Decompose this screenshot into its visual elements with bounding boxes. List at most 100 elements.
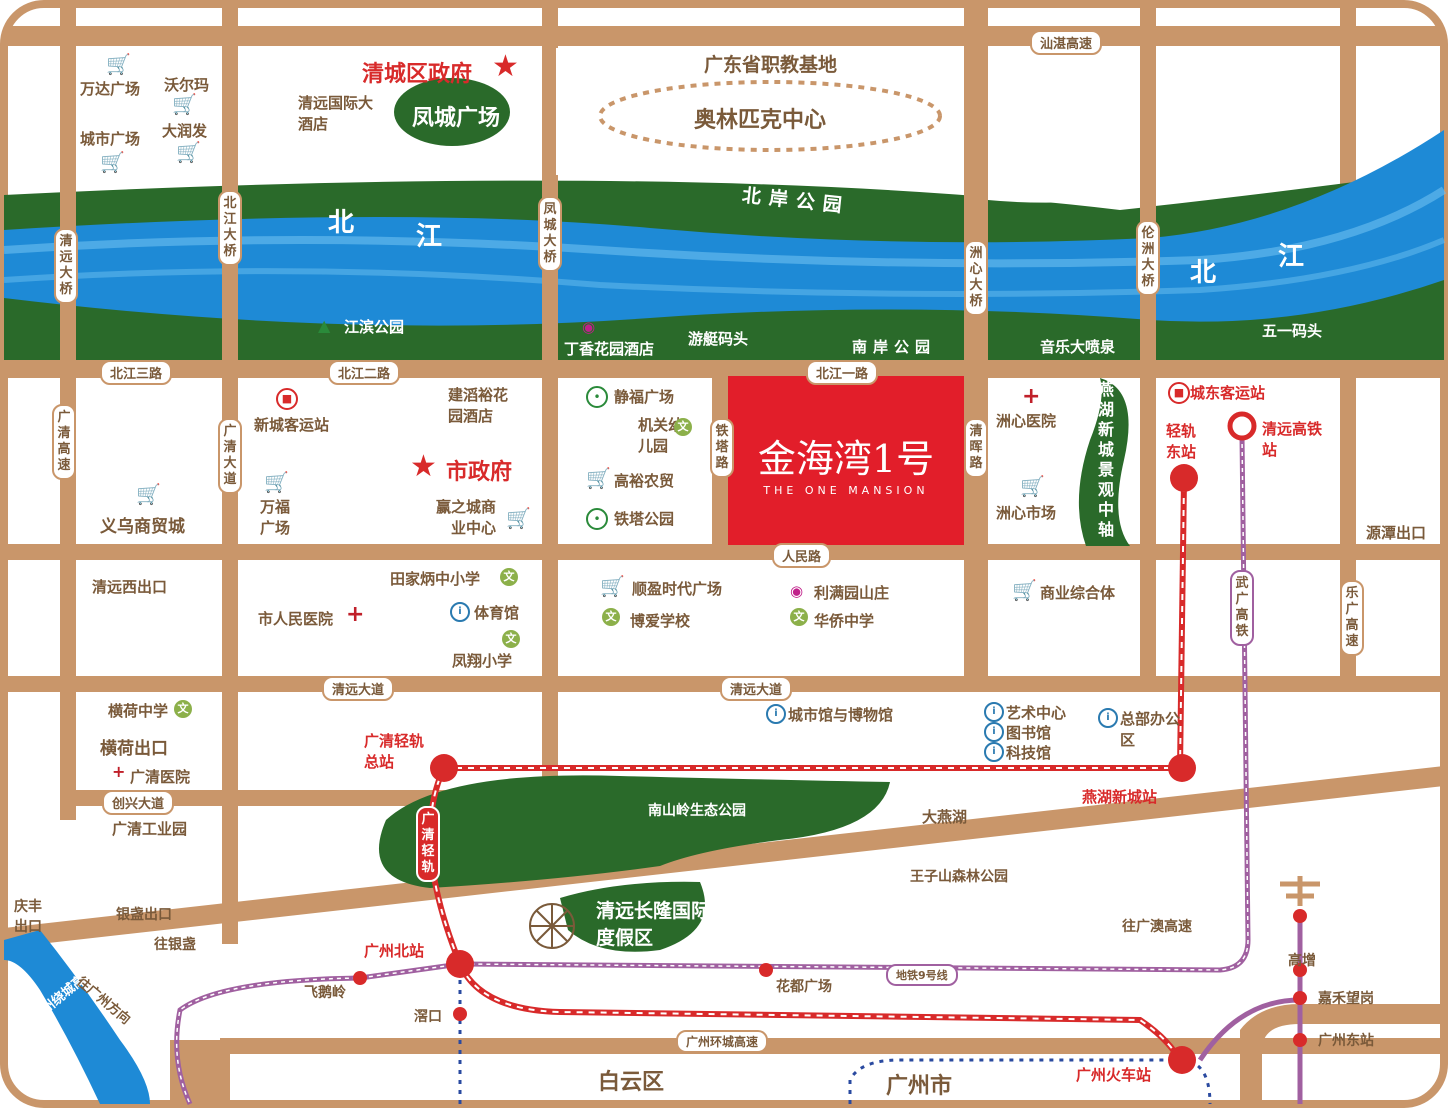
bridge-label: 洲心大桥 bbox=[964, 240, 988, 316]
hospital-icon: + bbox=[346, 602, 365, 627]
hotel-icon: ◉ bbox=[790, 582, 804, 600]
place-label: 游艇码头 bbox=[688, 330, 749, 348]
district-label: 广州市 bbox=[886, 1074, 953, 1099]
station-label: 广州东站 bbox=[1318, 1033, 1374, 1049]
place-label: 沃尔玛 bbox=[164, 76, 210, 94]
park-icon: • bbox=[586, 508, 608, 530]
place-label: 凤翔小学 bbox=[452, 652, 513, 670]
place-label: 广清医院 bbox=[130, 768, 191, 786]
place-label: 顺盈时代广场 bbox=[632, 580, 723, 598]
shopping-cart-icon: 🛒 bbox=[506, 506, 531, 530]
north-river bbox=[4, 130, 1444, 326]
station-label: 广清轻轨总站 bbox=[364, 732, 425, 771]
station-label: 广州北站 bbox=[364, 942, 425, 960]
river-label: 北 bbox=[328, 208, 375, 238]
place-label: 城东客运站 bbox=[1190, 384, 1266, 402]
place-label: 横荷中学 bbox=[108, 702, 169, 720]
tree-icon: ▲ bbox=[318, 316, 331, 335]
venue-icon: i bbox=[1098, 708, 1118, 728]
road-label: 北江二路 bbox=[328, 360, 401, 385]
guangqing-terminus-marker bbox=[430, 754, 458, 782]
river-label: 江 bbox=[416, 222, 463, 252]
place-label: 广东省职教基地 bbox=[704, 54, 838, 76]
place-label: 田家炳中小学 bbox=[390, 570, 481, 588]
place-label: 江滨公园 bbox=[344, 318, 405, 336]
rail-label: 广清轻轨 bbox=[416, 806, 440, 882]
place-label: 建滔裕花园酒店 bbox=[448, 386, 509, 425]
venue-icon: i bbox=[984, 722, 1004, 742]
project-logo-block: 金海湾1号 THE ONE MANSION bbox=[728, 376, 964, 545]
place-label: 赢之城商业中心 bbox=[435, 498, 496, 537]
yanhu-station-marker bbox=[1168, 754, 1196, 782]
place-label: 清城区政府 bbox=[362, 62, 473, 87]
shopping-cart-icon: 🛒 bbox=[264, 470, 289, 494]
gz-rail-marker bbox=[1168, 1046, 1196, 1074]
place-label: 音乐大喷泉 bbox=[1040, 338, 1116, 356]
nanshanling-park bbox=[378, 775, 890, 888]
place-label: 南山岭生态公园 bbox=[648, 803, 746, 819]
changlong-resort bbox=[560, 881, 705, 952]
metro-label: 地铁9号线 bbox=[886, 964, 958, 986]
hotel-icon: ◉ bbox=[582, 318, 596, 336]
school-icon: 文 bbox=[674, 418, 692, 436]
school-icon: 文 bbox=[790, 608, 808, 626]
bus-station-icon: ■ bbox=[276, 388, 298, 410]
project-title: 金海湾1号 bbox=[757, 437, 935, 481]
road-label: 广州环城高速 bbox=[676, 1030, 769, 1053]
place-label: 高裕农贸 bbox=[614, 472, 675, 490]
station-label: 嘉禾望岗 bbox=[1318, 991, 1374, 1007]
place-label: 横荷出口 bbox=[100, 739, 168, 759]
school-icon: 文 bbox=[500, 568, 518, 586]
shopping-cart-icon: 🛒 bbox=[1020, 474, 1045, 498]
bridge-label: 清远大桥 bbox=[54, 228, 78, 304]
river-label: 北 bbox=[1190, 258, 1237, 288]
road-label: 清远大道 bbox=[322, 676, 395, 701]
star-icon: ★ bbox=[492, 49, 519, 84]
rail-stations bbox=[353, 411, 1307, 1074]
shopping-cart-icon: 🛒 bbox=[172, 92, 197, 116]
place-label: 利满园山庄 bbox=[814, 584, 890, 602]
place-label: 艺术中心 bbox=[1006, 704, 1067, 722]
place-label: 市政府 bbox=[446, 460, 513, 485]
shopping-cart-icon: 🛒 bbox=[1012, 578, 1037, 602]
direction-label: 往广澳高速 bbox=[1122, 919, 1192, 935]
place-label: 大燕湖 bbox=[922, 808, 968, 826]
school-icon: 文 bbox=[502, 630, 520, 648]
road-label: 北江一路 bbox=[806, 360, 879, 385]
venue-icon: i bbox=[450, 602, 470, 622]
river-label: 江 bbox=[1278, 242, 1325, 272]
place-label: 万达广场 bbox=[80, 80, 141, 98]
venue-icon: i bbox=[766, 704, 786, 724]
station-label: 高增 bbox=[1288, 953, 1316, 969]
place-label: 商业综合体 bbox=[1040, 584, 1116, 602]
park-icon: • bbox=[586, 386, 608, 408]
place-label: 南岸公园 bbox=[852, 338, 937, 356]
star-icon: ★ bbox=[410, 449, 437, 484]
place-label: 王子山森林公园 bbox=[910, 869, 1008, 885]
road-label: 清远大道 bbox=[720, 676, 793, 701]
station-label: 飞鹅岭 bbox=[304, 985, 346, 1001]
place-label: 博爱学校 bbox=[630, 612, 691, 630]
school-icon: 文 bbox=[602, 608, 620, 626]
place-label: 铁塔公园 bbox=[614, 510, 675, 528]
road-label: 乐广高速 bbox=[1340, 580, 1364, 656]
shopping-cart-icon: 🛒 bbox=[600, 574, 625, 598]
ferris-wheel-icon bbox=[529, 903, 575, 949]
place-label: 科技馆 bbox=[1006, 744, 1052, 762]
place-label: 静福广场 bbox=[614, 388, 675, 406]
venue-icon: i bbox=[984, 702, 1004, 722]
road-label: 广清高速 bbox=[52, 404, 76, 480]
station-label: 滘口 bbox=[414, 1009, 442, 1025]
venue-icon: i bbox=[984, 742, 1004, 762]
olympic-outline bbox=[598, 80, 942, 152]
place-label: 新城客运站 bbox=[254, 416, 330, 434]
place-label: 轻轨东站 bbox=[1166, 422, 1197, 461]
place-label: 市人民医院 bbox=[258, 610, 334, 628]
road-label: 武广高铁 bbox=[1230, 570, 1254, 646]
road-label: 汕湛高速 bbox=[1030, 30, 1103, 55]
bridge-label: 北江大桥 bbox=[218, 190, 242, 266]
place-label: 义乌商贸城 bbox=[100, 517, 185, 537]
road-label: 清晖路 bbox=[964, 418, 988, 478]
place-label: 奥林匹克中心 bbox=[694, 108, 827, 133]
